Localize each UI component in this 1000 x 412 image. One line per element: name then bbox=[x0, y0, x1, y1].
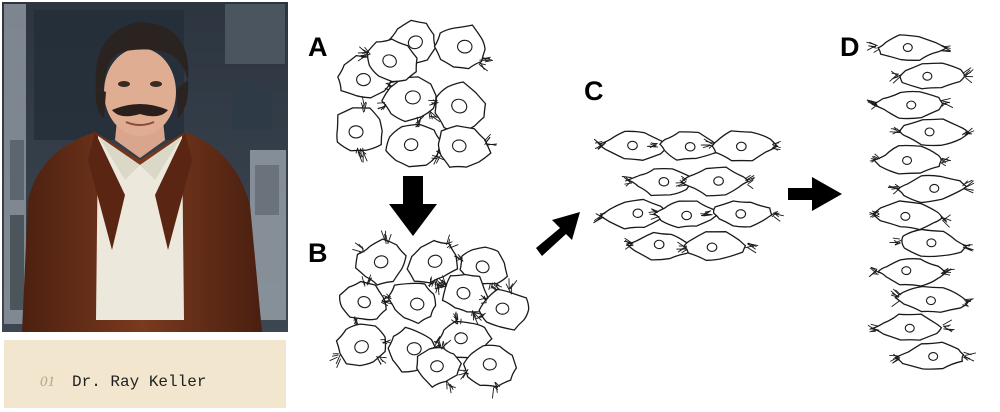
cell bbox=[890, 285, 974, 313]
cell bbox=[377, 76, 441, 123]
panel-label-c: C bbox=[584, 76, 604, 106]
cell bbox=[868, 258, 955, 287]
cell bbox=[458, 344, 518, 399]
panel-label-b: B bbox=[308, 238, 328, 268]
caption-label bbox=[4, 340, 286, 408]
cell bbox=[700, 200, 784, 228]
cell bbox=[352, 230, 407, 286]
arrow-c-to-d bbox=[788, 177, 842, 211]
cell-cluster-d bbox=[866, 34, 976, 370]
hair bbox=[95, 22, 189, 90]
cell bbox=[889, 62, 974, 90]
face bbox=[104, 48, 176, 136]
panel-label-a: A bbox=[308, 32, 328, 62]
cell bbox=[406, 234, 459, 296]
portrait-photo: 01 Dr. Ray Keller bbox=[0, 0, 290, 412]
cell bbox=[339, 274, 394, 329]
cell bbox=[474, 278, 530, 331]
cell bbox=[869, 144, 952, 175]
cell bbox=[889, 341, 976, 370]
cell-cluster-b bbox=[329, 230, 530, 399]
cell bbox=[869, 200, 952, 231]
arrow-b-to-c bbox=[536, 212, 580, 256]
cell bbox=[357, 38, 418, 83]
cell bbox=[385, 115, 448, 168]
cell bbox=[866, 90, 954, 120]
cell bbox=[453, 246, 509, 297]
cell bbox=[889, 228, 974, 258]
cell bbox=[866, 34, 951, 61]
cell bbox=[867, 313, 955, 341]
cell bbox=[887, 174, 975, 204]
cell bbox=[434, 273, 491, 325]
cell bbox=[676, 231, 759, 261]
cell bbox=[336, 96, 383, 163]
cell-cluster-a bbox=[336, 19, 498, 168]
cell bbox=[329, 323, 392, 369]
panel-label-d: D bbox=[840, 32, 860, 62]
cell bbox=[431, 125, 498, 168]
cell bbox=[675, 166, 755, 197]
cell bbox=[381, 276, 437, 325]
photo-caption: Dr. Ray Keller bbox=[72, 373, 206, 391]
cell bbox=[623, 231, 703, 261]
cell bbox=[433, 24, 494, 72]
cell bbox=[889, 118, 975, 147]
cell-cluster-c bbox=[593, 130, 784, 261]
arrow-a-to-b bbox=[389, 176, 437, 236]
cell bbox=[700, 130, 781, 162]
cell bbox=[416, 337, 463, 394]
margin-mark: 01 bbox=[40, 374, 55, 390]
